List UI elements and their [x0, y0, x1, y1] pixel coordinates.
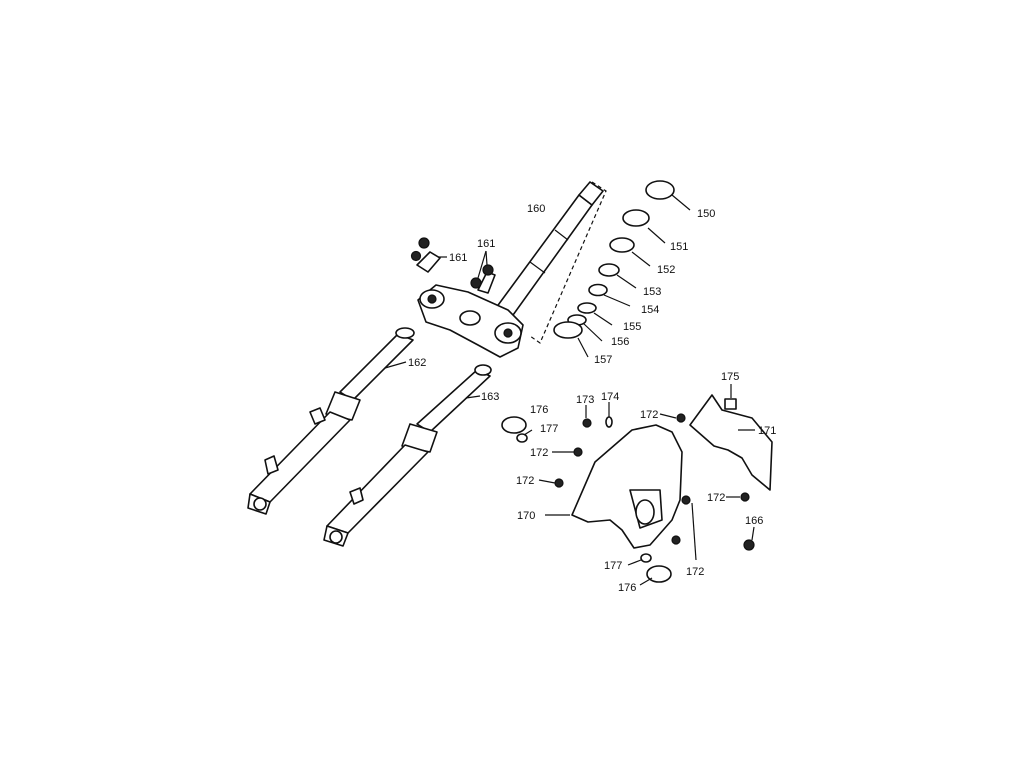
steering-stem-shaft [492, 181, 607, 344]
callout-176-top: 176 [530, 404, 548, 416]
callout-172-c: 172 [516, 475, 534, 487]
inner-fender [689, 394, 773, 491]
callout-170: 170 [517, 510, 535, 522]
callout-160: 160 [527, 203, 545, 215]
triple-clamp [417, 284, 524, 358]
clamp-bolts-left [410, 237, 447, 273]
callout-172-d: 172 [707, 492, 725, 504]
bearing-stack [553, 180, 691, 358]
callout-153: 153 [643, 286, 661, 298]
callout-175: 175 [721, 371, 739, 383]
callout-155: 155 [623, 321, 641, 333]
callout-161-left: 161 [449, 252, 467, 264]
callout-172-a: 172 [640, 409, 658, 421]
callout-150: 150 [697, 208, 715, 220]
callout-172-e: 172 [686, 566, 704, 578]
callout-163: 163 [481, 391, 499, 403]
callout-173: 173 [576, 394, 594, 406]
fork-leg-left [247, 327, 415, 515]
callout-161-right: 161 [477, 238, 495, 250]
callout-176-bottom: 176 [618, 582, 636, 594]
fork-leg-right [323, 364, 492, 547]
callout-162: 162 [408, 357, 426, 369]
callout-152: 152 [657, 264, 675, 276]
callout-174: 174 [601, 391, 619, 403]
hardware-parts [501, 384, 755, 586]
callout-172-b: 172 [530, 447, 548, 459]
callout-177-top: 177 [540, 423, 558, 435]
callout-154: 154 [641, 304, 659, 316]
callout-177-bottom: 177 [604, 560, 622, 572]
callout-151: 151 [670, 241, 688, 253]
callout-156: 156 [611, 336, 629, 348]
callout-166: 166 [745, 515, 763, 527]
callout-157: 157 [594, 354, 612, 366]
front-fender [545, 424, 683, 549]
clamp-bolts-right [470, 250, 496, 294]
callout-171: 171 [758, 425, 776, 437]
